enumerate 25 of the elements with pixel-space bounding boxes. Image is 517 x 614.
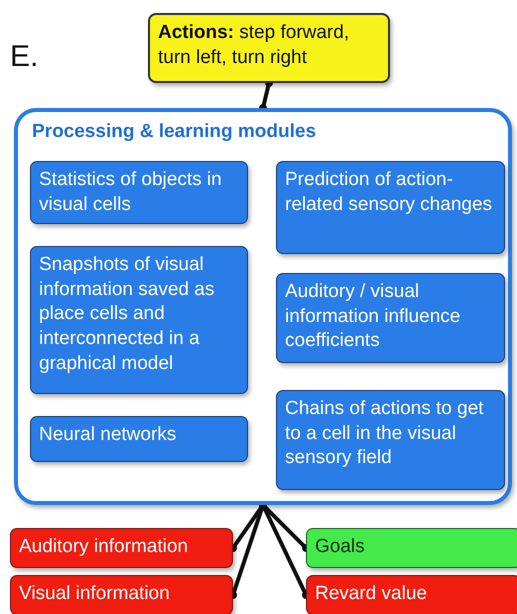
input-box — [306, 575, 517, 614]
module-box — [276, 161, 505, 254]
box-text: Auditory information — [19, 535, 189, 559]
box-text: Auditory / visual information influence coefficients — [285, 280, 462, 354]
input-box — [10, 575, 233, 614]
goal-box — [306, 528, 517, 568]
input-box — [10, 528, 233, 568]
group-heading: Processing & learning modules — [32, 120, 318, 144]
box-text: Visual information — [19, 582, 171, 606]
module-box — [30, 416, 248, 462]
box-text: Actions: step forward, turn left, turn right — [158, 21, 350, 70]
module-box — [276, 273, 505, 363]
box-text: Prediction of action-related sensory changes — [285, 168, 494, 217]
module-box — [30, 161, 248, 224]
action-box — [148, 13, 390, 83]
box-text: Snapshots of visual information saved as place cells and interconnected in a graphical model — [39, 253, 216, 376]
module-group-panel — [14, 108, 512, 505]
box-text: Statistics of objects in visual cells — [39, 168, 223, 217]
box-text: Goals — [315, 535, 366, 559]
module-box — [276, 390, 505, 490]
panel-letter: E. — [10, 40, 38, 74]
box-text: Neural networks — [39, 423, 178, 447]
module-box — [30, 246, 248, 394]
box-text: Revard value — [315, 582, 428, 606]
box-text: Chains of actions to get to a cell in the visual sensory field — [285, 397, 485, 470]
